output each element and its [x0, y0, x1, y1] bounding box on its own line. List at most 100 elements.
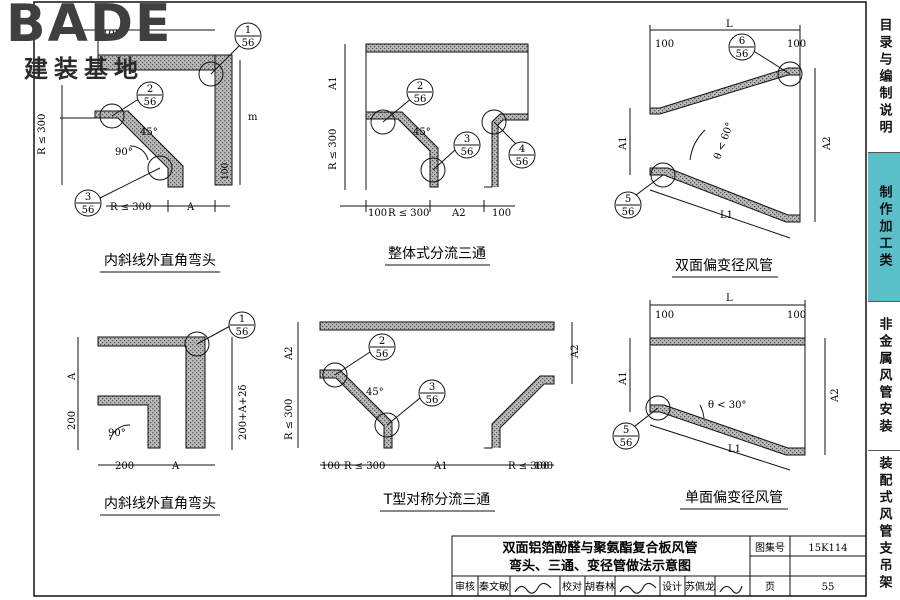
p1-dim-a: A — [186, 202, 195, 213]
p5-dim-r: R ≤ 300 — [344, 461, 385, 472]
p6-angle-theta: θ < 30° — [708, 400, 746, 411]
elbow-1-wall-outer — [97, 54, 233, 186]
svg-text:56: 56 — [426, 395, 439, 406]
svg-text:56: 56 — [82, 205, 95, 216]
p2-dim-a2: A2 — [451, 208, 466, 219]
tee-2-detail-circle-2 — [370, 109, 396, 135]
svg-text:56: 56 — [736, 49, 749, 60]
brand-subtitle: 建装基地 — [24, 55, 144, 83]
page-number: 55 — [822, 582, 835, 593]
svg-text:56: 56 — [144, 97, 157, 108]
page-label: 页 — [765, 581, 775, 593]
p1-dim-100: 100 — [102, 29, 121, 40]
panel-elbow-1 — [60, 25, 241, 212]
caption-elbow-2: 内斜线外直角弯头 — [104, 495, 216, 512]
p5-dim-r-right: R ≤ 300 — [508, 461, 549, 472]
p5-dim-100-left: 100 — [321, 461, 340, 472]
elbow-4-detail-circle-1 — [184, 331, 210, 357]
elbow-4-inner — [97, 395, 161, 449]
svg-text:1: 1 — [239, 314, 245, 325]
svg-text:56: 56 — [516, 157, 529, 168]
p2-dim-100: 100 — [368, 208, 387, 219]
elbow-1-duct-wall — [208, 54, 216, 70]
atlas-number: 15K114 — [808, 543, 847, 554]
panel-tee-integral — [340, 43, 529, 212]
signature-1 — [514, 582, 552, 594]
callout-p3-5: 556 — [614, 191, 642, 219]
callout-p2-2: 256 — [406, 78, 434, 106]
svg-text:56: 56 — [622, 207, 635, 218]
caption-tee-integral: 整体式分流三通 — [388, 246, 486, 262]
title-block — [451, 535, 867, 597]
title-line-1: 双面铝箔酚醛与聚氨酯复合板风管 — [502, 540, 697, 556]
caption-reducer-double: 双面偏变径风管 — [675, 258, 773, 274]
panel-tee-symmetric — [297, 321, 573, 466]
p5-dim-a1: A1 — [433, 461, 448, 472]
sign-name-design: 苏佩龙 — [685, 580, 715, 593]
p2-dim-r-left: R ≤ 300 — [328, 129, 339, 170]
callout-p1-1: 156 — [234, 22, 262, 50]
atlas-label: 图集号 — [755, 541, 785, 554]
elbow-4-outer — [97, 336, 206, 449]
svg-text:56: 56 — [461, 147, 474, 158]
signature-2 — [619, 582, 657, 594]
panel-reducer-single — [629, 300, 826, 471]
sidebar-item-support-hanger[interactable]: 装配式风管支吊架 — [868, 451, 900, 597]
p4-dim-a-bottom: A — [171, 461, 180, 472]
p3-angle-theta: θ < 60° — [712, 121, 735, 161]
p6-dim-l1: L1 — [728, 444, 741, 455]
p5-dim-r-left: R ≤ 300 — [284, 399, 295, 440]
sign-role-review: 审核 — [455, 580, 475, 593]
svg-text:56: 56 — [414, 94, 427, 105]
svg-text:4: 4 — [519, 144, 525, 155]
p5-dim-a2-right: A2 — [570, 344, 581, 359]
callout-p1-3: 356 — [74, 189, 102, 217]
p5-dim-a2-left: A2 — [284, 346, 295, 361]
panel-elbow-2 — [77, 336, 233, 466]
p6-dim-a2: A2 — [830, 388, 841, 403]
p3-dim-a1: A1 — [618, 136, 629, 151]
callout-labels: 156 256 356 456 256 356 656 556 156 256 … — [74, 22, 756, 450]
p6-dim-100-left: 100 — [655, 310, 674, 321]
p1-angle-90: 90° — [115, 147, 133, 158]
tee-5-left-branch — [319, 369, 393, 449]
p2-dim-100-right: 100 — [492, 208, 511, 219]
svg-text:2: 2 — [379, 336, 385, 347]
svg-text:1: 1 — [245, 25, 251, 36]
p5-angle-45: 45° — [366, 387, 384, 398]
sidebar-item-label: 非金属风管安装 — [876, 316, 892, 436]
svg-text:5: 5 — [623, 425, 629, 436]
elbow-1-detail-circle-3 — [147, 155, 173, 181]
callout-p2-3: 356 — [453, 131, 481, 159]
reducer-6-detail-circle-5 — [645, 395, 671, 421]
sidebar-item-fabrication[interactable]: 制作加工类 — [868, 153, 900, 301]
sidebar-item-label: 制作加工类 — [876, 184, 892, 270]
p4-dim-a: A — [67, 372, 78, 381]
elbow-1-detail-circle-1 — [198, 61, 224, 87]
tee-2-top-wall — [365, 43, 529, 53]
reducer-3-detail-circle-6 — [777, 61, 803, 87]
caption-elbow-1: 内斜线外直角弯头 — [104, 252, 216, 269]
reducer-3-top-wall — [649, 67, 801, 115]
p4-angle-90: 90° — [108, 428, 126, 439]
sidebar-item-directory[interactable]: 目录与编制说明 — [868, 2, 900, 152]
svg-text:5: 5 — [625, 194, 631, 205]
svg-text:2: 2 — [147, 84, 153, 95]
sidebar-item-nonmetal-install[interactable]: 非金属风管安装 — [868, 302, 900, 450]
svg-text:56: 56 — [620, 438, 633, 449]
svg-text:56: 56 — [376, 349, 389, 360]
svg-text:3: 3 — [429, 382, 435, 393]
p6-dim-100-right: 100 — [787, 310, 806, 321]
signature-3 — [719, 585, 743, 594]
p4-dim-200: 200 — [115, 461, 134, 472]
p3-dim-l: L — [726, 19, 733, 30]
tee-5-top-wall — [319, 321, 555, 331]
p6-dim-a1: A1 — [618, 371, 629, 386]
caption-reducer-single: 单面偏变径风管 — [685, 490, 783, 506]
p1-dim-100-right: 100 — [221, 163, 231, 180]
sidebar-item-label: 目录与编制说明 — [876, 17, 892, 137]
p4-dim-total: 200+A+2δ — [238, 385, 249, 440]
p3-dim-l1: L1 — [720, 210, 733, 221]
callout-p1-2: 256 — [136, 81, 164, 109]
